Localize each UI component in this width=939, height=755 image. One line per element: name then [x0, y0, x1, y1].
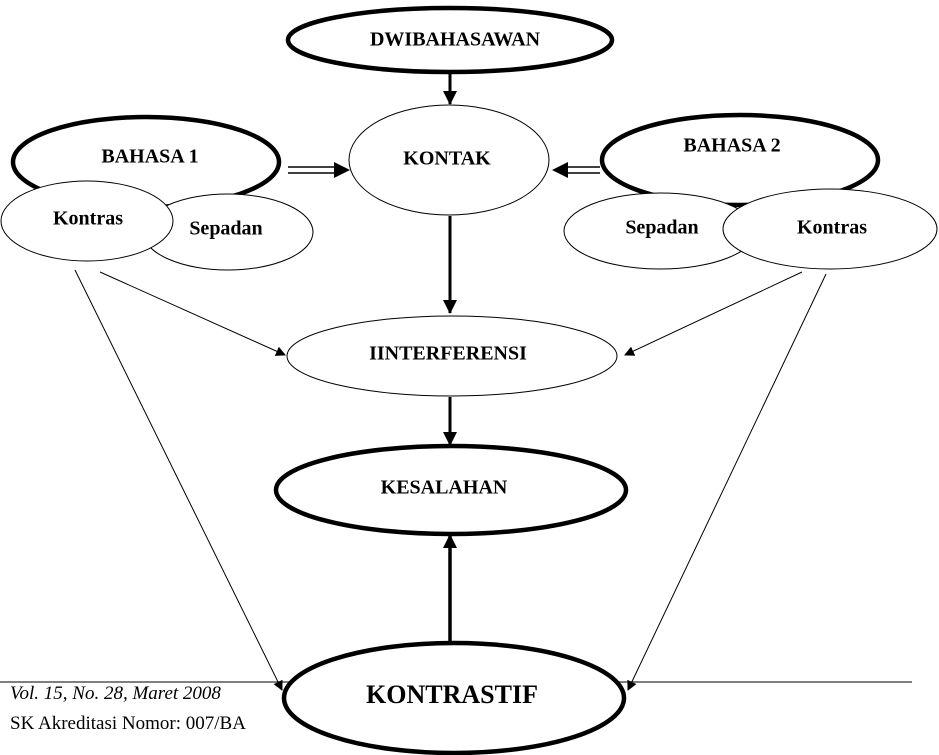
double-arrow-bahasa2-kontak — [552, 162, 600, 178]
svg-text:KESALAHAN: KESALAHAN — [381, 477, 508, 499]
arrow-kontras1-interferensi — [99, 271, 286, 356]
arrow-kontras2-interferensi — [624, 271, 803, 356]
arrow-kontras2-kontrastif — [627, 273, 827, 691]
node-kontras-left: Kontras — [0, 180, 174, 262]
svg-text:BAHASA 1: BAHASA 1 — [101, 146, 198, 168]
node-sepadan-right: Sepadan — [563, 192, 757, 270]
arrow-kontras1-kontrastif — [74, 269, 283, 691]
svg-text:BAHASA 2: BAHASA 2 — [683, 135, 780, 157]
footer-accreditation: SK Akreditasi Nomor: 007/BA — [10, 713, 246, 734]
node-kontak: KONTAK — [348, 104, 550, 216]
svg-text:IINTERFERENSI: IINTERFERENSI — [369, 343, 527, 365]
node-kesalahan: KESALAHAN — [273, 443, 629, 537]
node-interferensi: IINTERFERENSI — [286, 315, 618, 397]
node-sepadan-left: Sepadan — [142, 193, 314, 271]
svg-text:Kontras: Kontras — [797, 217, 867, 239]
footer-volume: Vol. 15, No. 28, Maret 2008 — [10, 683, 221, 704]
node-kontras-right: Kontras — [722, 188, 938, 270]
svg-text:Sepadan: Sepadan — [189, 218, 262, 240]
node-bahasa2: BAHASA 2 — [599, 112, 881, 208]
svg-text:Kontras: Kontras — [53, 208, 123, 230]
double-arrow-bahasa1-kontak — [288, 162, 350, 178]
svg-text:KONTAK: KONTAK — [403, 148, 491, 170]
node-kontrastif: KONTRASTIF — [281, 640, 627, 755]
node-dwibahasawan: DWIBAHASAWAN — [285, 5, 615, 75]
svg-text:KONTRASTIF: KONTRASTIF — [366, 680, 538, 709]
svg-text:DWIBAHASAWAN: DWIBAHASAWAN — [370, 29, 541, 51]
svg-text:Sepadan: Sepadan — [625, 217, 698, 239]
